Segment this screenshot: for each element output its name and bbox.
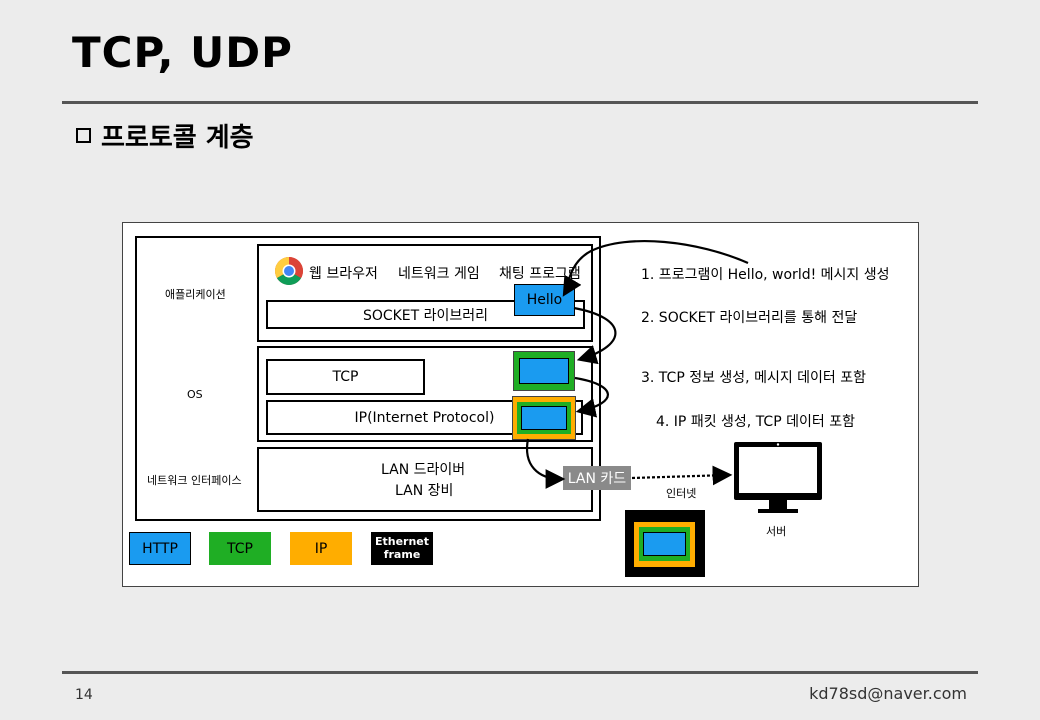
- arrow-step-2: [573, 306, 617, 365]
- ip-packet-payload: [521, 406, 567, 430]
- lan-card-box: LAN 카드: [563, 466, 631, 490]
- step-2: 2. SOCKET 라이브러리를 통해 전달: [641, 310, 858, 326]
- checkbox-bullet-icon: [76, 128, 91, 143]
- legend-ethernet-line1: Ethernet: [374, 535, 430, 548]
- arrow-step-4: [525, 438, 566, 489]
- tcp-segment-payload: [519, 358, 569, 384]
- author-email: kd78sd@naver.com: [809, 684, 967, 703]
- app-web-browser: 웹 브라우저: [309, 266, 378, 282]
- legend-ethernet-frame: Ethernet frame: [371, 532, 433, 565]
- legend-ethernet-line2: frame: [383, 548, 421, 561]
- ethernet-frame-payload: [643, 532, 686, 556]
- layer-label-network-interface: 네트워크 인터페이스: [147, 474, 242, 487]
- tcp-segment-packet: [513, 351, 575, 391]
- section-heading: 프로토콜 계층: [76, 117, 254, 154]
- step-4: 4. IP 패킷 생성, TCP 데이터 포함: [656, 414, 855, 430]
- tcp-box: TCP: [266, 359, 425, 395]
- layer-label-os: OS: [187, 388, 203, 401]
- hello-message-packet: Hello: [514, 284, 575, 316]
- legend-ip: IP: [290, 532, 352, 565]
- footer-divider: [62, 671, 978, 674]
- server-monitor-icon: [734, 442, 822, 513]
- step-1: 1. 프로그램이 Hello, world! 메시지 생성: [641, 267, 890, 283]
- ip-packet-tcp-layer: [517, 402, 571, 434]
- ethernet-frame-ip-layer: [634, 522, 695, 567]
- arrow-step-1: [562, 239, 749, 297]
- internet-label: 인터넷: [666, 487, 697, 500]
- arrow-step-3: [574, 376, 609, 418]
- arrow-to-server: [631, 465, 733, 486]
- network-interface-box: [257, 447, 593, 512]
- app-chat-program: 채팅 프로그램: [499, 266, 581, 282]
- chrome-browser-icon: [275, 257, 303, 285]
- step-3: 3. TCP 정보 생성, 메시지 데이터 포함: [641, 370, 867, 386]
- ethernet-frame-packet: [625, 510, 705, 577]
- page-number: 14: [75, 687, 93, 703]
- flow-arrows: [525, 239, 749, 489]
- ip-packet: [512, 396, 576, 440]
- server-label: 서버: [766, 525, 787, 538]
- layer-label-application: 애플리케이션: [165, 288, 226, 301]
- slide-title: TCP, UDP: [72, 28, 293, 77]
- lan-device-label: LAN 장비: [395, 483, 454, 499]
- section-heading-text: 프로토콜 계층: [101, 123, 254, 153]
- app-network-game: 네트워크 게임: [398, 266, 480, 282]
- protocol-diagram: 애플리케이션 OS 네트워크 인터페이스 웹 브라우저 네트워크 게임 채팅 프…: [122, 222, 919, 587]
- legend-http: HTTP: [129, 532, 191, 565]
- lan-driver-label: LAN 드라이버: [381, 462, 466, 478]
- legend-tcp: TCP: [209, 532, 271, 565]
- title-divider: [62, 101, 978, 104]
- ethernet-frame-tcp-layer: [639, 527, 690, 561]
